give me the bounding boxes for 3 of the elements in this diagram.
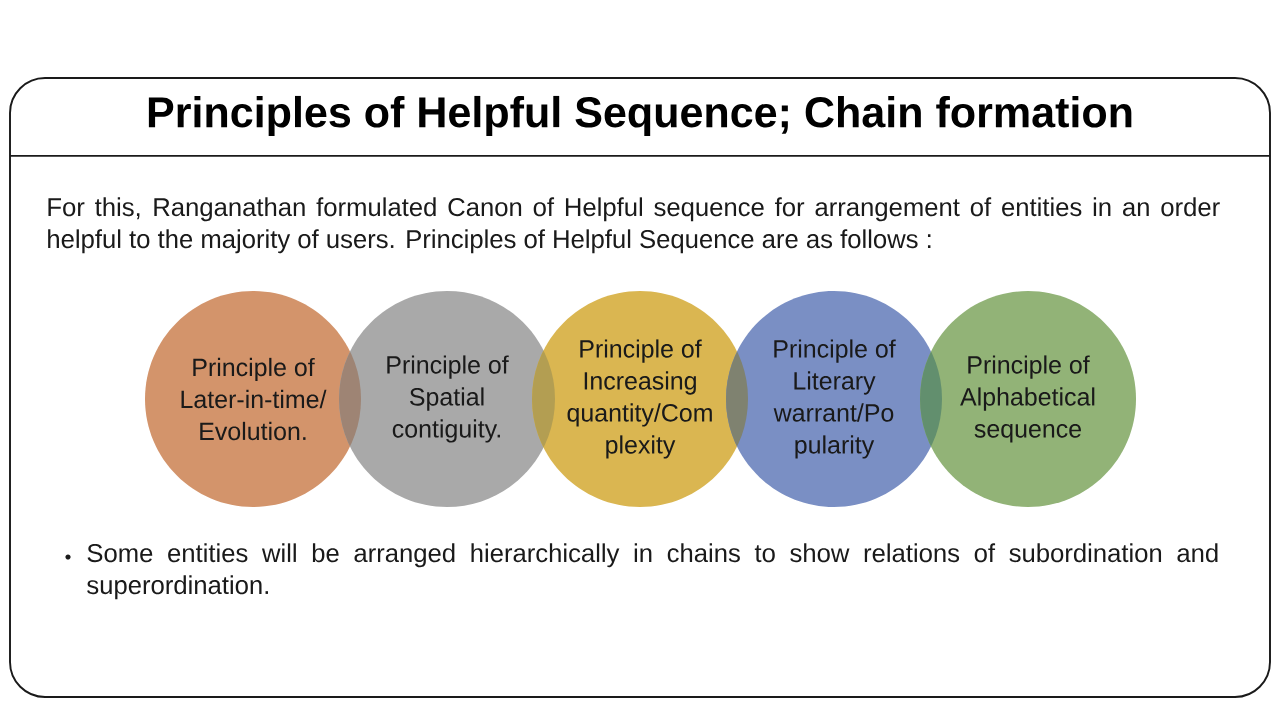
paragraph: For this, Ranganathan formulated Canon of Helpful sequence for arrangement of entities in an order helpful to the majority of users. Principles of Helpful Sequence are as follows : xyxy=(48,197,1220,254)
title: Principles of Helpful Sequence; Chain formation xyxy=(148,95,1132,137)
paragraph: Some entities will be arranged hierarchically in chains to show relations of subordination and superordination. xyxy=(87,543,1218,600)
